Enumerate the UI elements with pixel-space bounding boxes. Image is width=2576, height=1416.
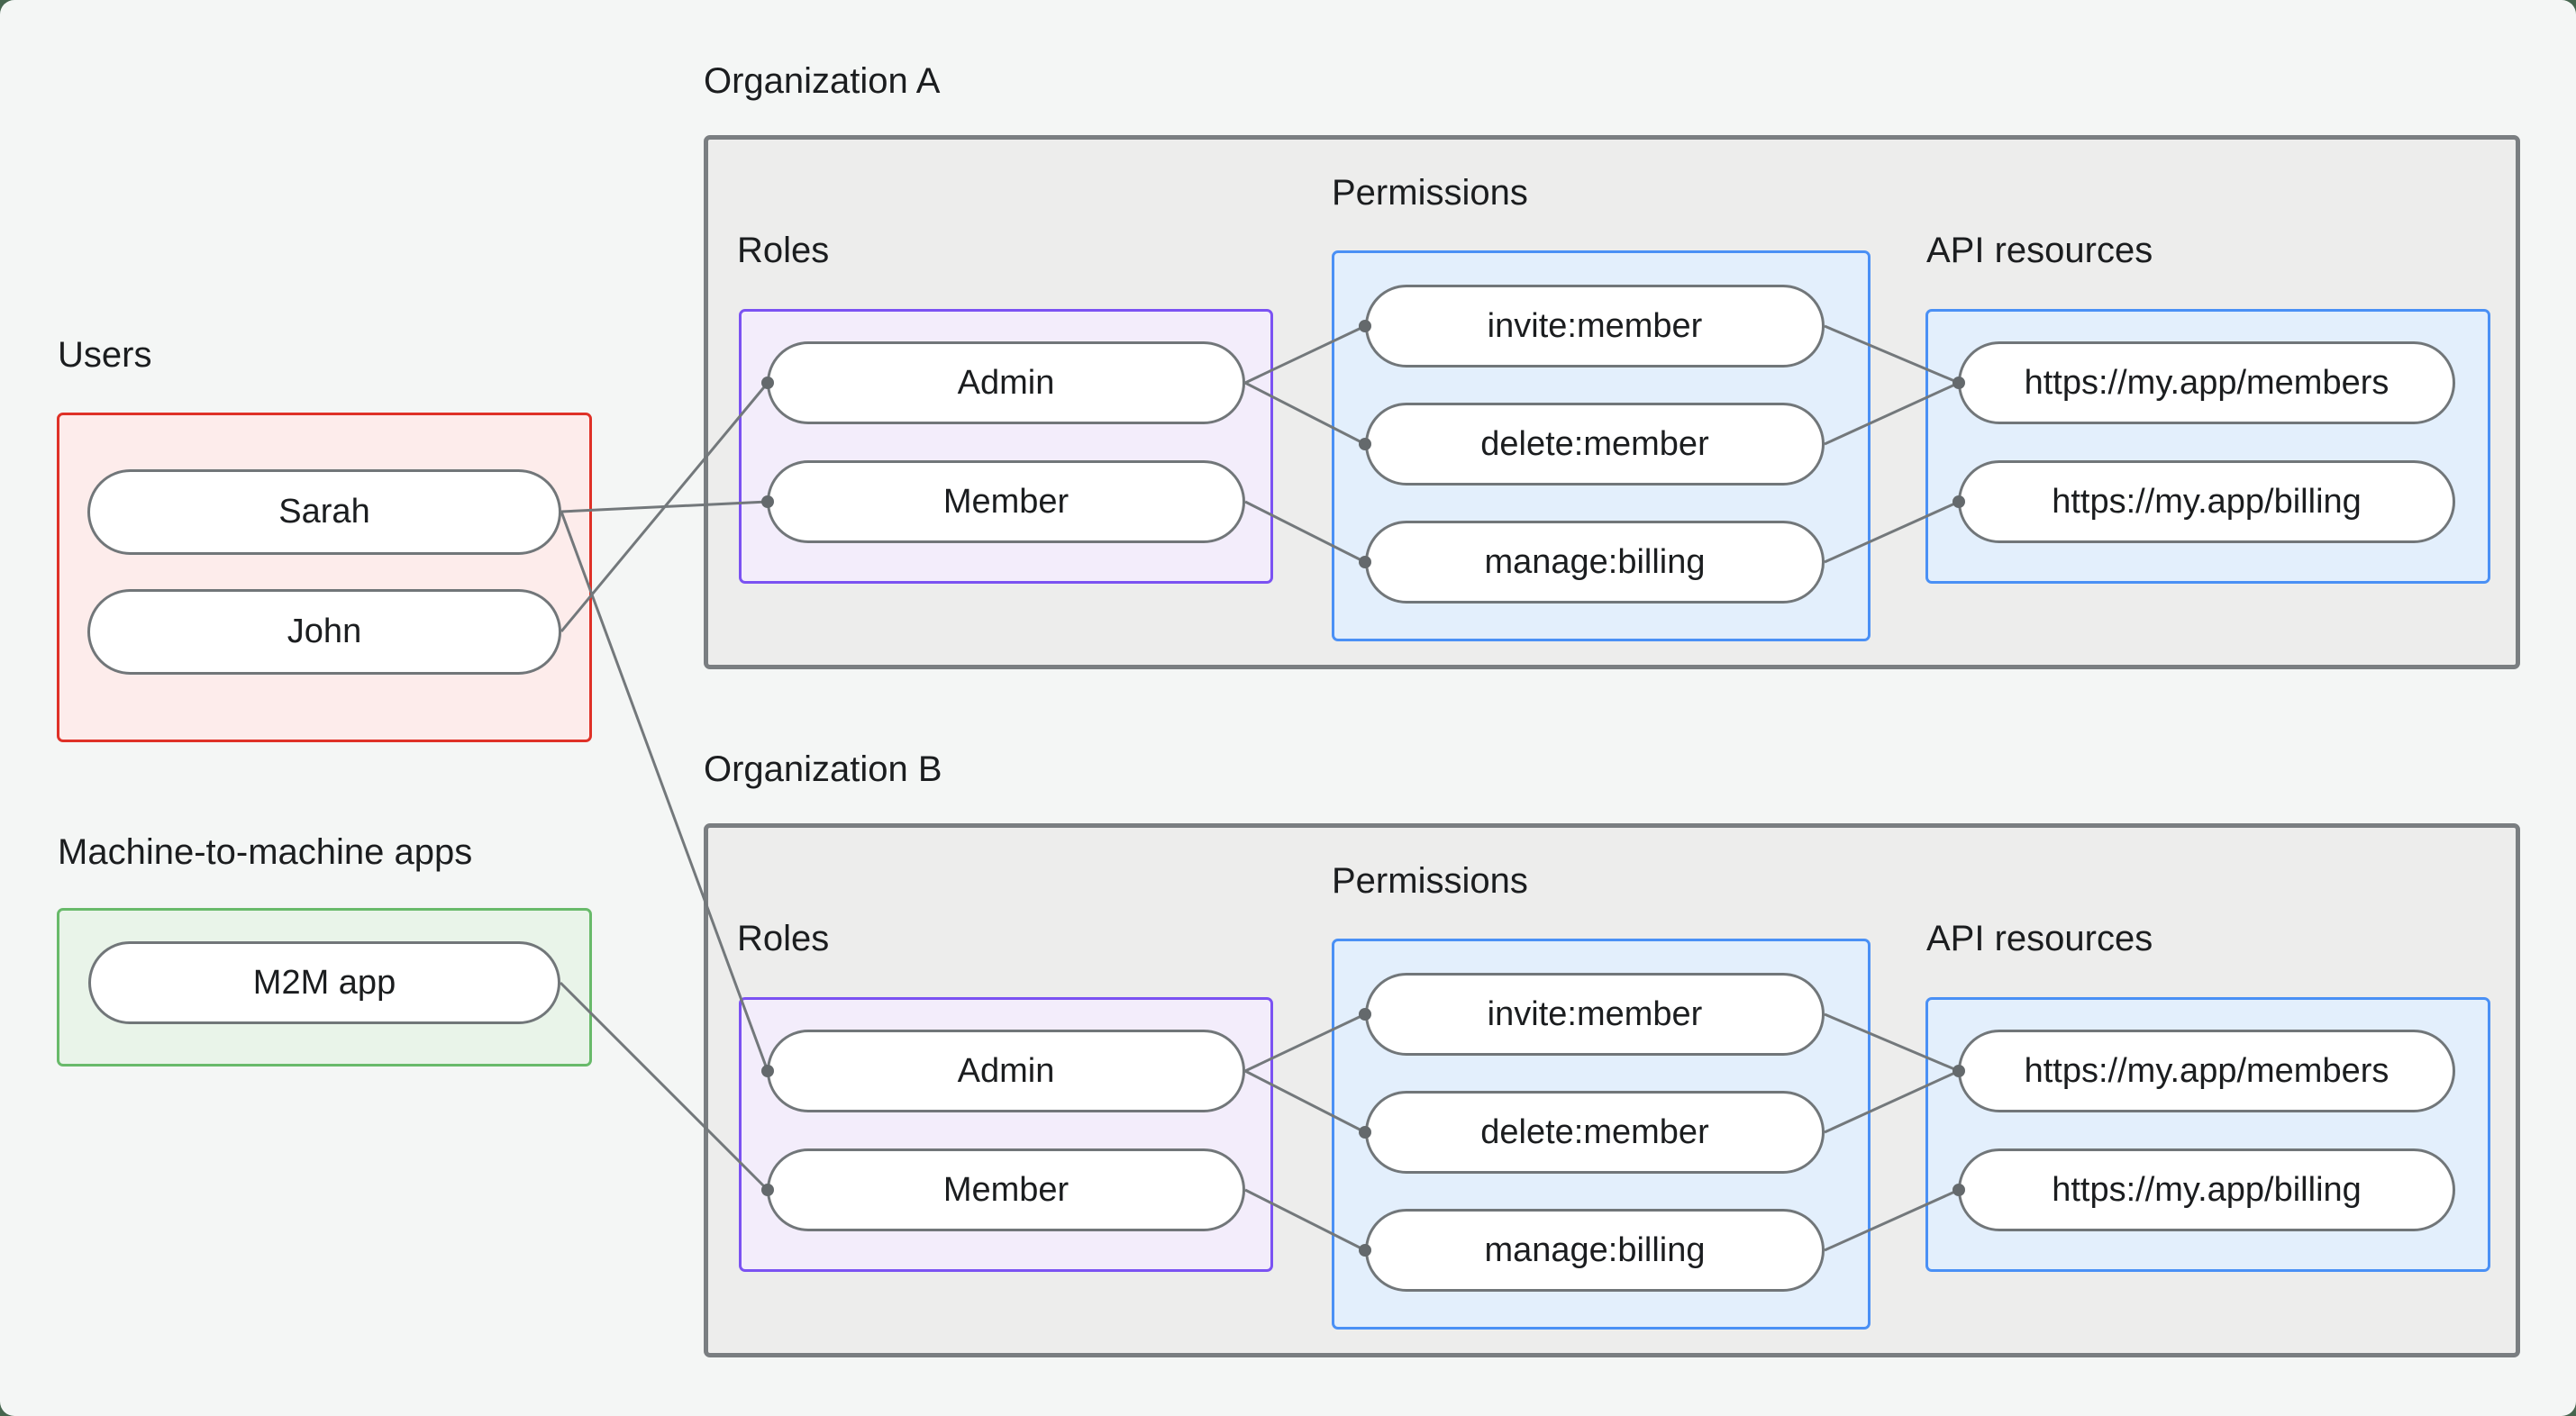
org-b-title: Organization B [704,749,942,789]
org-b-api-resource-members: https://my.app/members [1958,1030,2455,1112]
org-a-role-member: Member [767,460,1245,543]
org-a-api-resources-label: API resources [1926,231,2153,270]
org-b-permission-manage-billing: manage:billing [1365,1209,1825,1292]
org-a-api-resource-billing: https://my.app/billing [1958,460,2455,543]
m2m-section-label: Machine-to-machine apps [58,832,473,872]
org-a-permission-manage-billing: manage:billing [1365,521,1825,604]
org-b-role-admin: Admin [767,1030,1245,1112]
users-section-label: Users [58,335,152,375]
org-b-role-member: Member [767,1148,1245,1231]
user-node-sarah: Sarah [87,469,561,555]
org-a-title: Organization A [704,61,941,101]
org-a-permissions-label: Permissions [1332,173,1528,213]
org-b-api-resources-label: API resources [1926,919,2153,958]
org-b-api-resource-billing: https://my.app/billing [1958,1148,2455,1231]
org-a-role-admin: Admin [767,341,1245,424]
org-b-roles-label: Roles [737,919,830,958]
org-a-roles-label: Roles [737,231,830,270]
org-b-permissions-label: Permissions [1332,861,1528,901]
org-a-permission-invite-member: invite:member [1365,285,1825,368]
users-group-box [57,413,592,742]
org-b-permission-invite-member: invite:member [1365,973,1825,1056]
org-a-permission-delete-member: delete:member [1365,403,1825,486]
org-b-permission-delete-member: delete:member [1365,1091,1825,1174]
m2m-app-node: M2M app [88,941,560,1024]
user-node-john: John [87,589,561,675]
org-a-api-resource-members: https://my.app/members [1958,341,2455,424]
